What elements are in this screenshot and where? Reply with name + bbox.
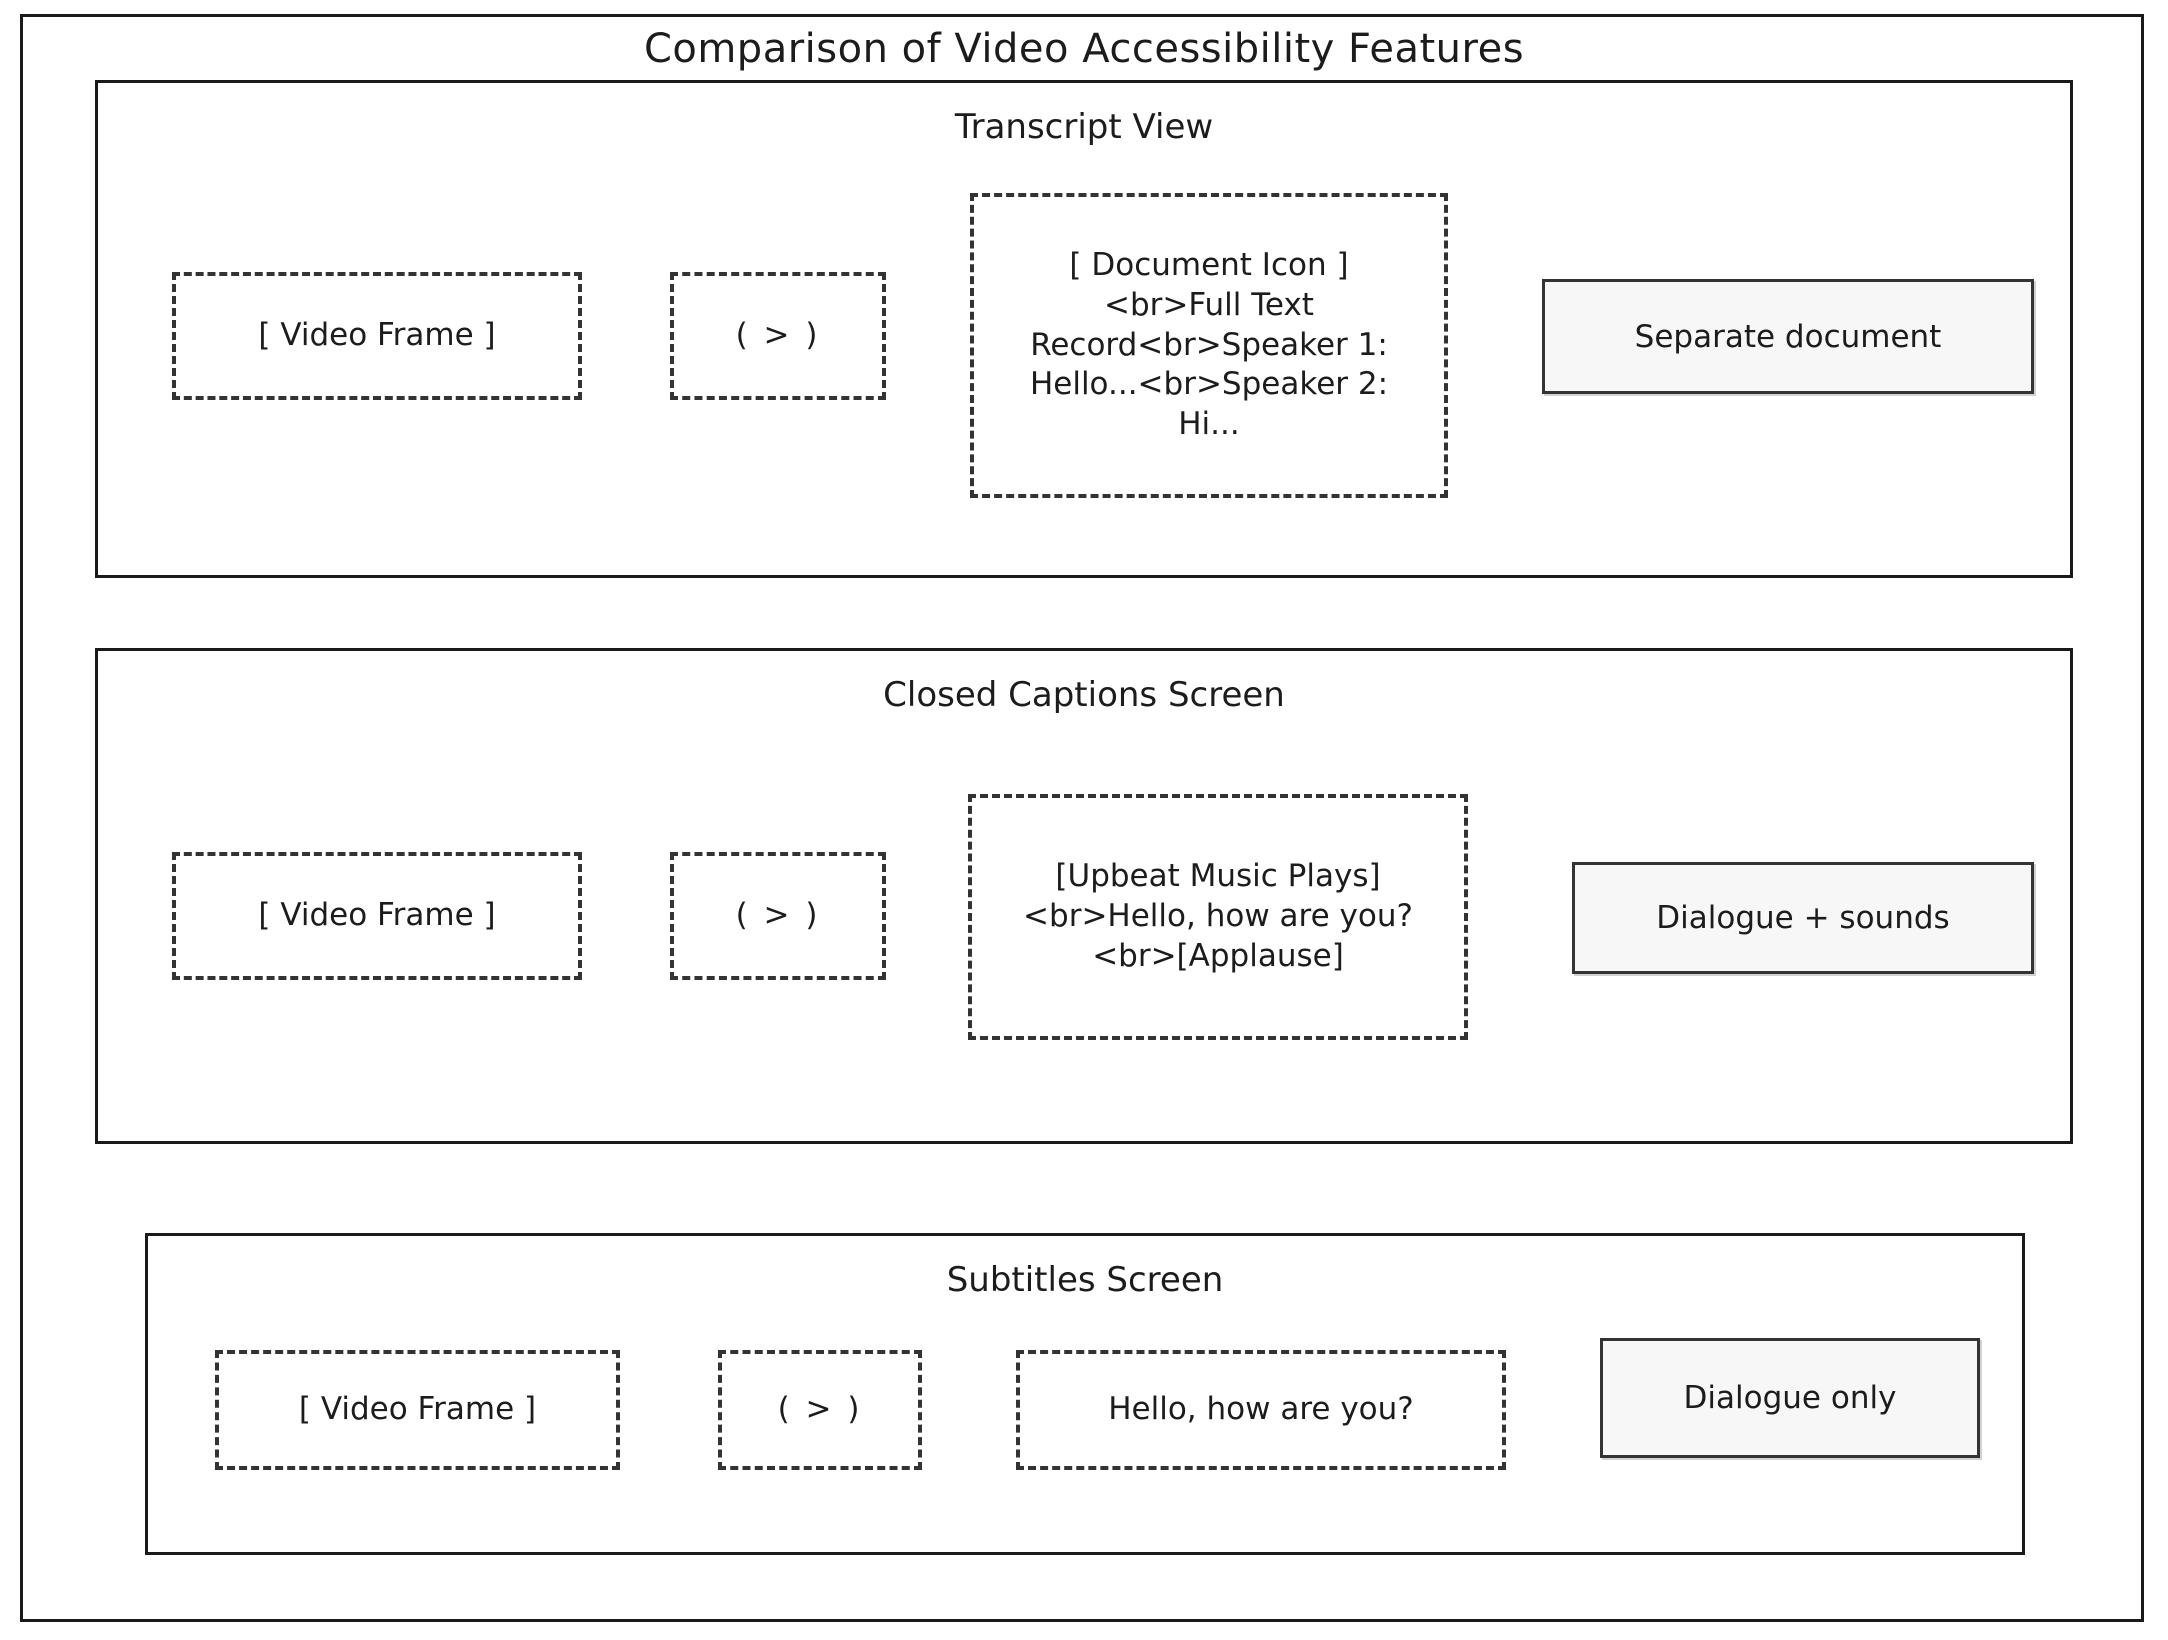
captions-video-frame-label: [ Video Frame ] [258,897,496,934]
play-icon: ( > ) [777,1391,863,1428]
section-title-transcript: Transcript View [954,107,1214,147]
transcript-content-panel-node[interactable]: [ Document Icon ] <br>Full Text Record<b… [970,193,1448,498]
subtitles-content-label: Hello, how are you? [1108,1391,1414,1428]
captions-play-control-node[interactable]: ( > ) [670,852,886,980]
section-title-subtitles: Subtitles Screen [946,1260,1224,1300]
transcript-summary-label: Separate document [1634,318,1942,355]
transcript-video-frame-label: [ Video Frame ] [258,317,496,354]
subtitles-play-control-node[interactable]: ( > ) [718,1350,922,1470]
subtitles-video-frame-node[interactable]: [ Video Frame ] [215,1350,620,1470]
subtitles-summary-node[interactable]: Dialogue only [1600,1338,1980,1458]
captions-video-frame-node[interactable]: [ Video Frame ] [172,852,582,980]
transcript-content-label: [ Document Icon ] <br>Full Text Record<b… [1029,247,1389,442]
captions-summary-label: Dialogue + sounds [1656,900,1950,936]
subtitles-summary-label: Dialogue only [1683,1380,1897,1416]
section-title-closed-captions: Closed Captions Screen [883,675,1285,715]
play-icon: ( > ) [735,317,821,354]
captions-summary-node[interactable]: Dialogue + sounds [1572,862,2034,974]
diagram-title: Comparison of Video Accessibility Featur… [643,26,1525,72]
transcript-summary-node[interactable]: Separate document [1542,279,2034,394]
transcript-play-control-node[interactable]: ( > ) [670,272,886,400]
subtitles-content-panel-node[interactable]: Hello, how are you? [1016,1350,1506,1470]
captions-content-panel-node[interactable]: [Upbeat Music Plays] <br>Hello, how are … [968,794,1468,1040]
transcript-video-frame-node[interactable]: [ Video Frame ] [172,272,582,400]
captions-content-label: [Upbeat Music Plays] <br>Hello, how are … [1023,858,1413,974]
subtitles-video-frame-label: [ Video Frame ] [298,1391,537,1428]
play-icon: ( > ) [735,897,821,934]
